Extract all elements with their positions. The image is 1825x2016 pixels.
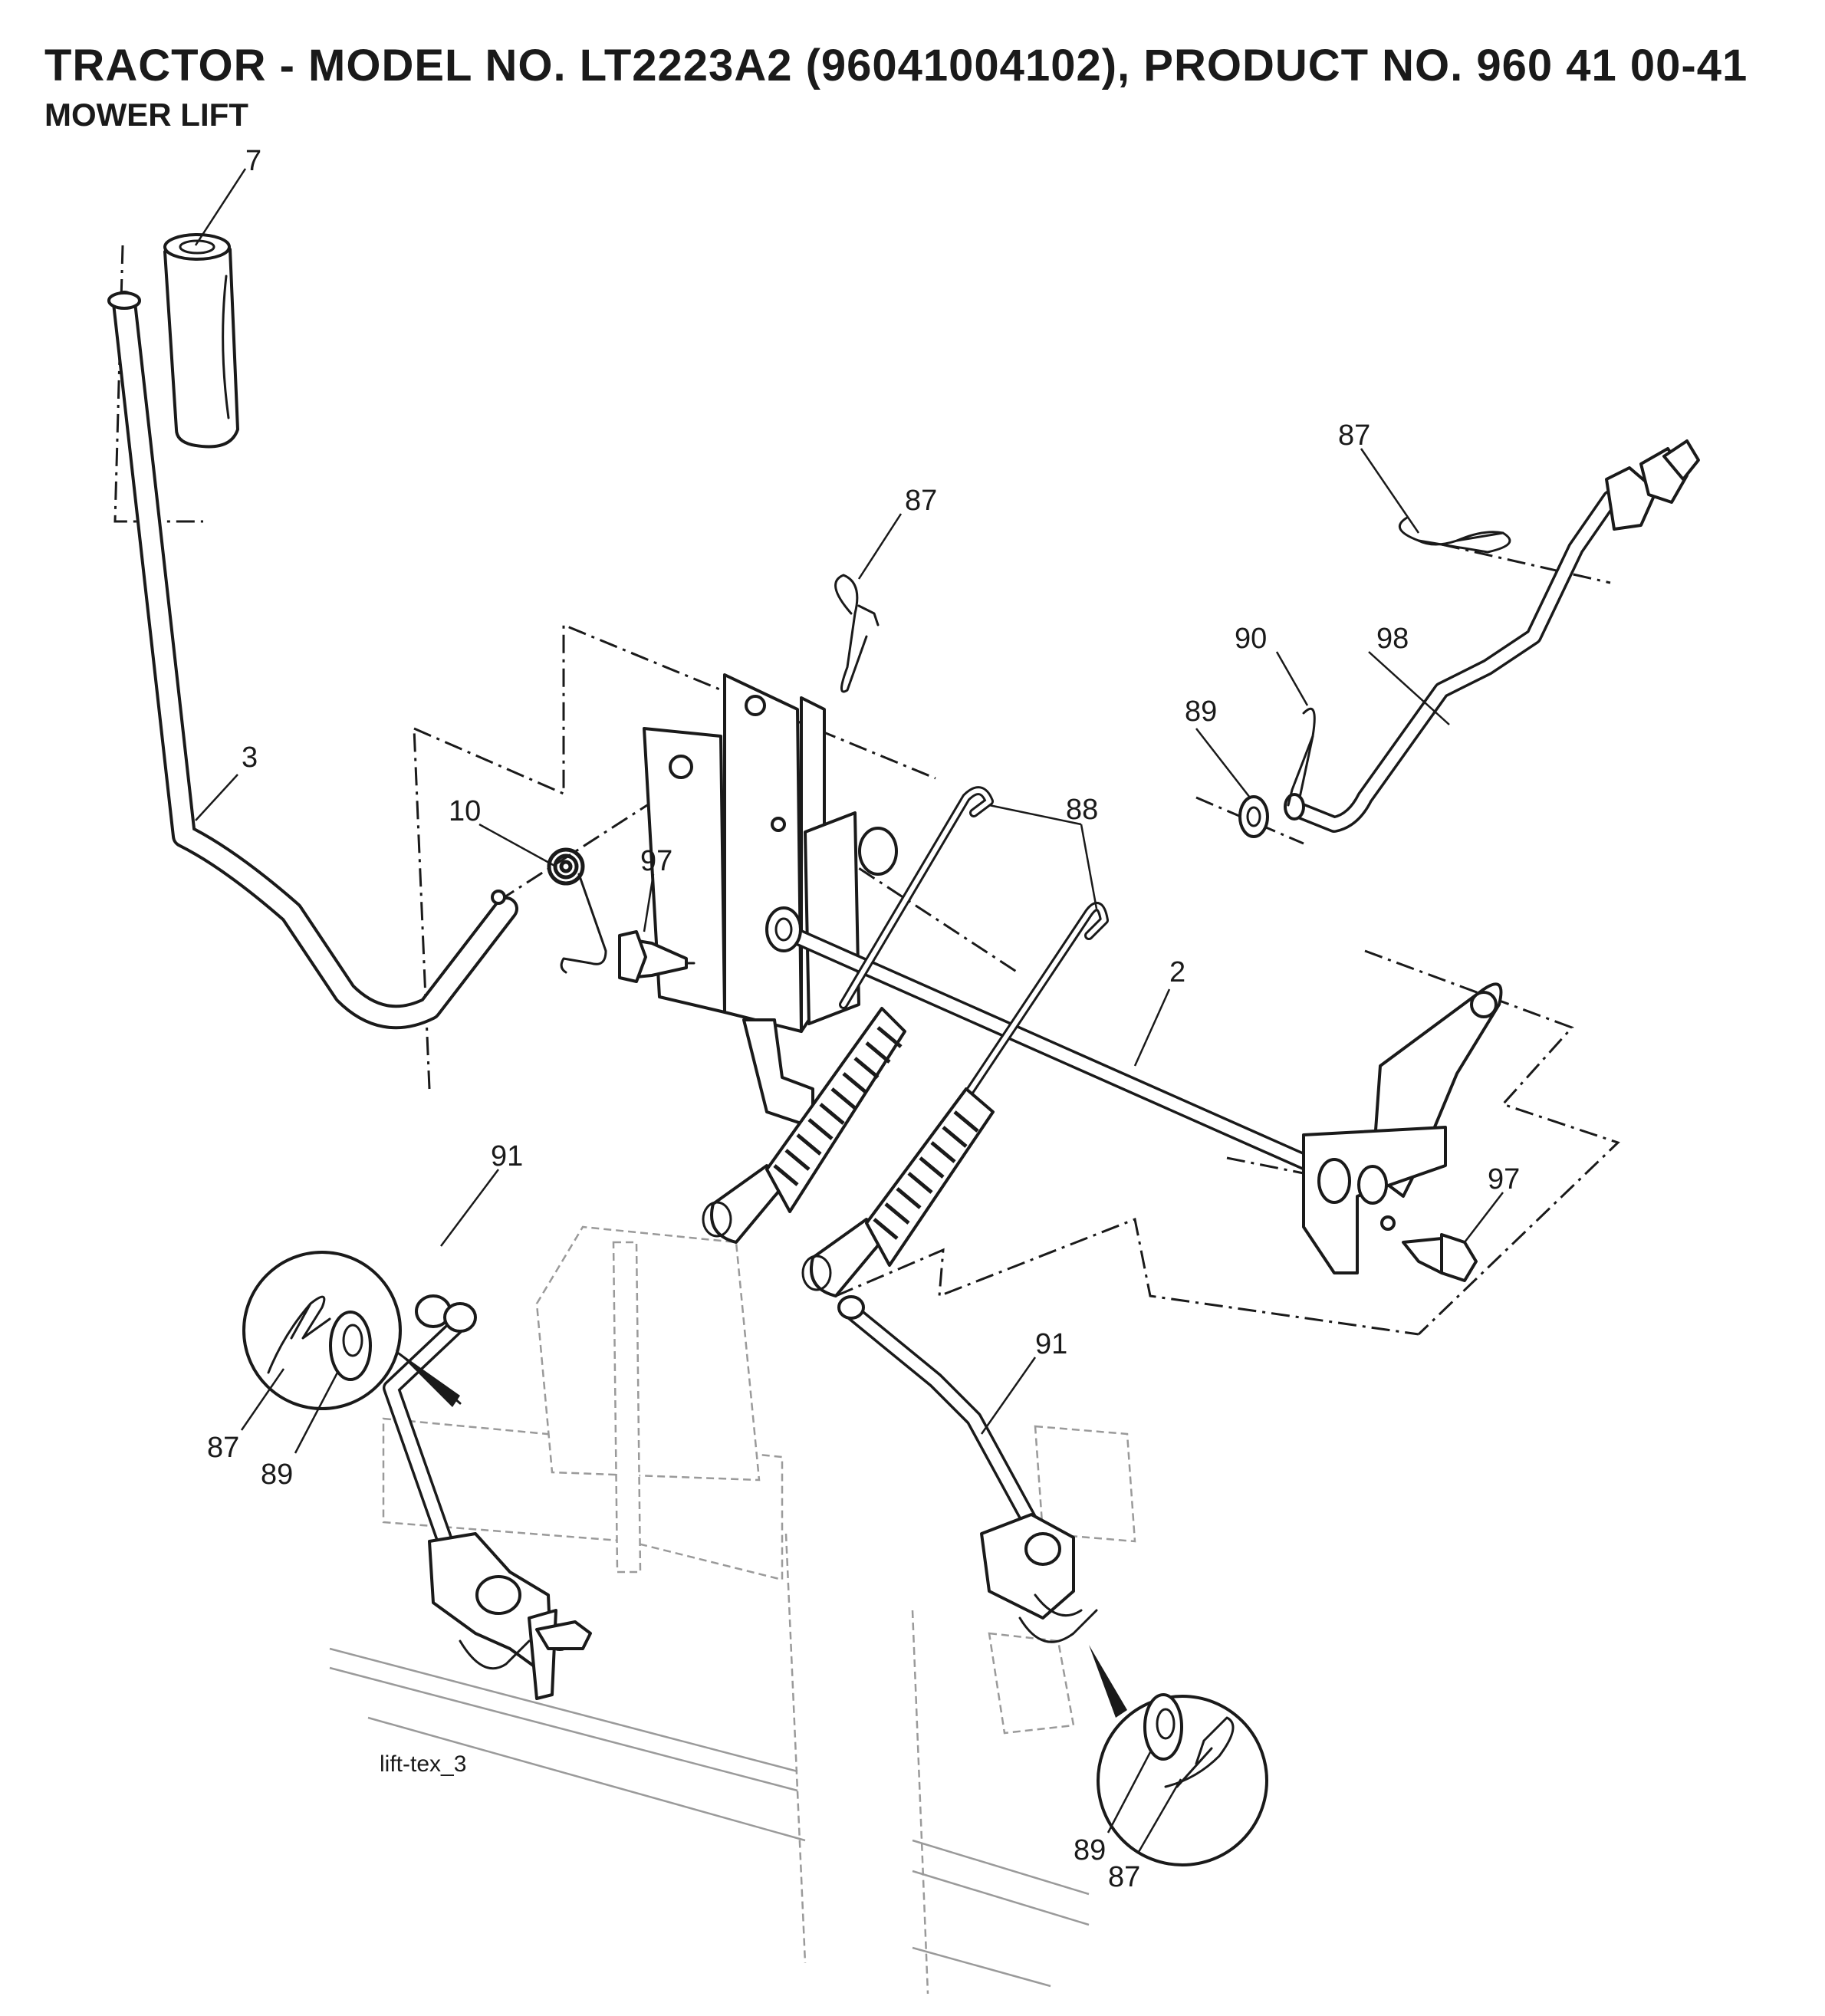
callout-87-detail-right: 87 bbox=[1108, 1861, 1140, 1893]
washer-part-89-detail-left bbox=[329, 1311, 372, 1381]
bolt-part-97-left bbox=[618, 930, 695, 983]
callout-98: 98 bbox=[1376, 623, 1409, 655]
hairpin-clip-part-87-top bbox=[834, 574, 880, 693]
frame-outline-left bbox=[329, 1225, 807, 1964]
lift-link-part-91-left bbox=[383, 1294, 592, 1700]
frame-outline-right bbox=[911, 1425, 1136, 1995]
leader-lines bbox=[194, 168, 1504, 1853]
bolt-part-97-right bbox=[1402, 1233, 1478, 1282]
figure-id: lift-tex_3 bbox=[380, 1751, 466, 1777]
callout-3: 3 bbox=[242, 742, 258, 774]
lift-shaft-part-2 bbox=[765, 906, 1339, 1182]
lift-handle-rod-part-3 bbox=[107, 291, 518, 1030]
spring-coils-left bbox=[773, 1026, 903, 1186]
callout-10: 10 bbox=[449, 795, 481, 827]
cotter-pin-part-90 bbox=[1287, 707, 1316, 807]
handle-grip-part-7 bbox=[163, 233, 239, 449]
callout-97-left: 97 bbox=[640, 845, 672, 877]
callout-89-top: 89 bbox=[1185, 696, 1217, 728]
callout-89-detail-right: 89 bbox=[1074, 1834, 1106, 1866]
callout-90: 90 bbox=[1235, 623, 1267, 655]
extension-spring-part-88-left bbox=[702, 786, 994, 1244]
torsion-spring-part-10 bbox=[547, 847, 607, 974]
washer-part-89-top bbox=[1238, 795, 1269, 838]
extension-spring-part-88-right bbox=[801, 902, 1109, 1297]
right-lift-arm bbox=[1302, 982, 1503, 1274]
lift-link-part-91-right bbox=[837, 1295, 1098, 1643]
hairpin-clip-part-87-detail-left bbox=[267, 1295, 331, 1374]
callout-91-left: 91 bbox=[491, 1140, 523, 1172]
callout-87-detail-left: 87 bbox=[207, 1432, 239, 1464]
callout-labels: 7 3 10 97 87 88 87 90 89 98 2 97 91 87 8… bbox=[207, 145, 1520, 1893]
washer-part-89-detail-right bbox=[1143, 1693, 1183, 1761]
callout-87-top: 87 bbox=[905, 485, 937, 517]
height-adjust-rod-part-98 bbox=[1284, 439, 1700, 833]
callout-87-right: 87 bbox=[1338, 419, 1370, 452]
callout-91-right: 91 bbox=[1035, 1328, 1067, 1360]
callout-2: 2 bbox=[1169, 956, 1185, 988]
spring-coils-right bbox=[873, 1110, 979, 1240]
callout-7: 7 bbox=[245, 145, 261, 177]
detail-circle-left bbox=[242, 1251, 462, 1410]
callout-88: 88 bbox=[1066, 794, 1098, 826]
callout-97-right: 97 bbox=[1488, 1163, 1520, 1195]
page-title: TRACTOR - MODEL NO. LT2223A2 (9604100410… bbox=[44, 41, 1748, 90]
hairpin-clip-part-87-right bbox=[1398, 516, 1511, 554]
hairpin-clip-part-87-detail-right bbox=[1164, 1716, 1235, 1788]
page-subtitle: MOWER LIFT bbox=[44, 97, 248, 133]
callout-89-detail-left: 89 bbox=[261, 1459, 293, 1491]
detail-circle-right bbox=[1089, 1645, 1268, 1866]
